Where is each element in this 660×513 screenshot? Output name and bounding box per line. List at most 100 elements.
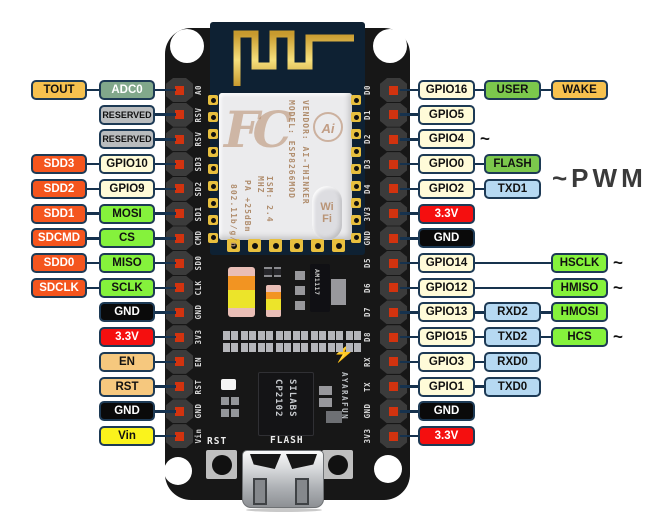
- pwm-tilde: ~: [480, 129, 490, 149]
- connector-line: [155, 162, 176, 166]
- module-pad-hole: [335, 242, 342, 249]
- module-pad-hole: [353, 183, 359, 189]
- pin-label-rxd2: RXD2: [484, 302, 541, 323]
- module-pad: [351, 163, 361, 174]
- rst-button-silk: RST: [207, 436, 228, 447]
- pin-label-sdd1: SDD1: [31, 203, 87, 224]
- module-vendor-text: VENDOR: AI-THINKER: [301, 100, 310, 205]
- module-pad: [208, 112, 218, 123]
- connector-line: [155, 187, 176, 191]
- module-pad-hole: [272, 242, 279, 249]
- pin-contact: [389, 332, 398, 342]
- module-pad-hole: [353, 149, 359, 155]
- pin-contact: [175, 134, 184, 144]
- pin-label-3-3v: 3.3V: [418, 426, 475, 447]
- micro-usb-port: [242, 450, 324, 508]
- pin-row-left-vin: Vin: [0, 426, 176, 447]
- connector-line: [400, 88, 418, 92]
- rst-button: [206, 450, 237, 479]
- connector-line: [87, 212, 99, 215]
- pin-contact: [389, 110, 398, 120]
- smd-part: [221, 409, 229, 417]
- pin-socket-right-4: [380, 152, 407, 177]
- smd-resistor: [240, 331, 248, 340]
- module-ism-text: ISM: 2.4 MHZ: [256, 176, 274, 223]
- pin-contact: [389, 283, 398, 293]
- module-pad-hole: [353, 217, 359, 223]
- module-pad: [332, 239, 345, 252]
- module-pad: [208, 146, 218, 157]
- pin-contact: [389, 406, 398, 416]
- led: [221, 379, 236, 390]
- pin-label-wake: WAKE: [551, 80, 608, 100]
- capacitor-small-body: [266, 299, 281, 310]
- usb-notch: [286, 454, 317, 469]
- pin-socket-right-15: [380, 424, 407, 449]
- pin-contact: [389, 357, 398, 367]
- pin-label-miso: MISO: [99, 253, 155, 274]
- module-pad: [351, 95, 361, 105]
- pin-label-gpio15: GPIO15: [418, 327, 475, 348]
- smd-resistor: [248, 331, 256, 340]
- pin-contact: [389, 431, 398, 441]
- pin-label-en: EN: [99, 351, 155, 372]
- module-pad: [208, 95, 218, 105]
- flash-button-silk: FLASH: [270, 435, 304, 446]
- smd-resistor: [258, 331, 265, 340]
- mounting-hole-top-right: [373, 29, 407, 63]
- usb-uart-chip-text: SILABS CP2102: [273, 379, 297, 418]
- pin-label-gnd: GND: [418, 401, 475, 422]
- smd-resistor: [301, 331, 308, 340]
- module-model-text: MODEL: ESP8266MOD: [287, 100, 296, 199]
- pin-contact: [175, 258, 184, 268]
- smd-resistor: [345, 343, 353, 352]
- smd-resistor: [283, 331, 291, 340]
- pin-label-sdclk: SDCLK: [31, 277, 87, 298]
- pin-contact: [175, 307, 184, 317]
- pwm-legend: ~PWM: [552, 163, 647, 193]
- module-pad: [208, 163, 218, 174]
- mounting-hole-bottom-left: [164, 457, 192, 485]
- pin-label-vin: Vin: [99, 426, 155, 447]
- connector-line: [475, 360, 484, 364]
- connector-line: [155, 237, 176, 240]
- smd-part: [319, 398, 332, 407]
- connector-line: [155, 385, 176, 388]
- module-pad-hole: [353, 97, 359, 103]
- connector-line: [400, 360, 418, 364]
- module-pad: [351, 215, 361, 226]
- pin-contact: [175, 233, 184, 243]
- pin-label-gpio9: GPIO9: [99, 178, 155, 199]
- pin-contact: [175, 159, 184, 169]
- smd-resistor: [266, 343, 273, 352]
- rst-button-cap: [211, 454, 232, 475]
- connector-line: [400, 311, 418, 314]
- pin-row-left-en: EN: [0, 351, 176, 372]
- smd-resistor: [301, 343, 308, 352]
- pin-label-gnd: GND: [99, 401, 155, 422]
- regulator-pad: [295, 301, 305, 310]
- pin-contact: [389, 233, 398, 243]
- silk-right-3v3: 3V3: [363, 428, 372, 444]
- mounting-hole-bottom-right: [374, 455, 402, 483]
- pin-label-reserved: RESERVED: [99, 104, 155, 125]
- smd-resistor: [223, 331, 230, 340]
- module-pad: [248, 239, 261, 252]
- module-pad-hole: [230, 242, 237, 249]
- module-pad: [208, 215, 218, 226]
- pin-label-user: USER: [484, 80, 541, 100]
- module-pad: [351, 181, 361, 191]
- silk-left-vin: Vin: [194, 428, 203, 444]
- pin-contact: [389, 209, 398, 219]
- module-pa-text: PA +25dBm: [243, 180, 252, 233]
- pin-row-left-gnd: GND: [0, 302, 176, 323]
- pin-row-right-d2: GPIO4~: [400, 129, 490, 150]
- pin-contact: [175, 283, 184, 293]
- smd-resistor: [310, 343, 318, 352]
- module-pad: [208, 181, 218, 191]
- connector-line: [475, 187, 484, 191]
